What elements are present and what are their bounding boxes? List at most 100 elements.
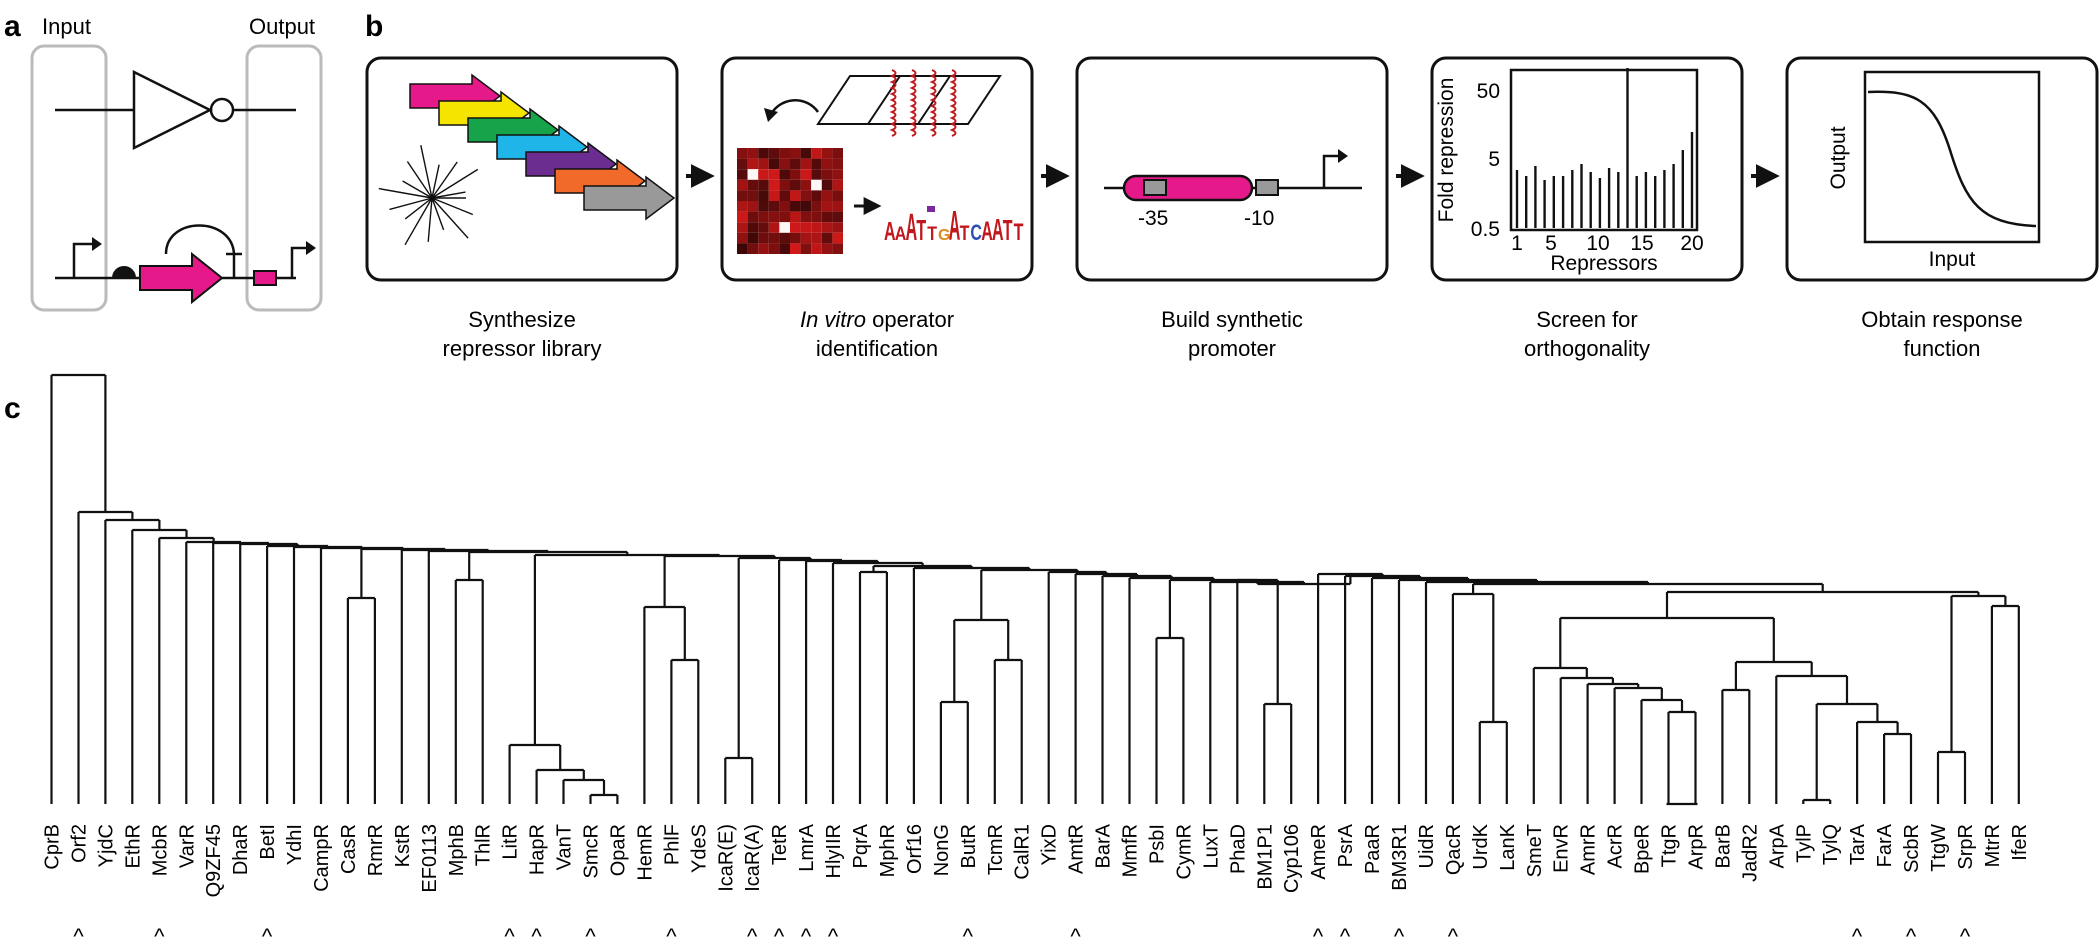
repressor-library-icon <box>378 73 676 246</box>
heatmap-cell <box>832 243 843 254</box>
heatmap-cell <box>758 211 769 223</box>
heatmap-cell <box>800 190 812 201</box>
leaf-label: LuxT <box>1200 824 1222 868</box>
heatmap-cell <box>832 222 843 233</box>
heatmap-cell <box>800 169 812 180</box>
panel-a-letter: a <box>4 10 21 43</box>
logo-letter: T <box>927 223 937 245</box>
leaf-label: CalR1 <box>1012 824 1034 880</box>
heatmap-cell <box>779 201 790 212</box>
heatmap-cell <box>790 158 801 170</box>
logo-letter: A <box>895 223 907 245</box>
leaf-label: Orf16 <box>904 824 926 874</box>
heatmap-cell <box>832 232 843 244</box>
leaf-label: ScbR <box>1901 824 1923 873</box>
leaf-label: PaaR <box>1362 824 1384 874</box>
heatmap-cell <box>737 179 748 191</box>
star-branch <box>420 145 433 199</box>
logo-letter: A <box>884 217 896 246</box>
star-branch <box>389 197 433 211</box>
leaf-label: PqrA <box>850 823 872 868</box>
heatmap-cell <box>779 232 790 244</box>
logo-letter: T <box>960 221 970 245</box>
response-ylabel: Output <box>1827 126 1850 189</box>
minus-35-label: -35 <box>1138 207 1168 230</box>
heatmap-cell <box>768 190 780 201</box>
logo-letter: T <box>916 214 926 246</box>
caret-mark: ^ <box>262 924 273 940</box>
caret-mark: ^ <box>1394 924 1405 940</box>
leaf-label: CymR <box>1173 824 1195 880</box>
star-branch <box>402 180 433 199</box>
star-branch <box>431 191 466 199</box>
heatmap-cell <box>811 243 822 254</box>
caret-mark: ^ <box>774 924 785 940</box>
heatmap-cell <box>779 169 790 180</box>
heatmap-cell <box>768 211 780 223</box>
heatmap-cell <box>811 179 822 191</box>
heatmap-cell <box>747 169 759 180</box>
leaf-label: YjdC <box>95 824 117 867</box>
leaf-label: YixD <box>1039 824 1061 865</box>
step-3-caption-line1: Build synthetic <box>1161 307 1303 332</box>
heatmap-cell <box>832 211 843 223</box>
heatmap-cell <box>758 190 769 201</box>
heatmap-cell <box>768 158 780 170</box>
heatmap-cell <box>737 190 748 201</box>
synthetic-promoter-icon: -35 -10 <box>1104 149 1362 230</box>
leaf-label: SrpR <box>1955 824 1977 870</box>
step-box-4 <box>1430 56 1744 282</box>
caret-mark: ^ <box>504 924 515 940</box>
heatmap-cell <box>758 243 769 254</box>
heatmap-cell <box>832 201 843 212</box>
step-5-caption-line1: Obtain response <box>1861 307 2022 332</box>
heatmap-cell <box>811 148 822 159</box>
heatmap-cell <box>800 243 812 254</box>
leaf-label: BarB <box>1712 824 1734 868</box>
heatmap-cell <box>737 243 748 254</box>
leaf-label: BetI <box>257 824 279 860</box>
heatmap-cell <box>758 148 769 159</box>
screen-xlabel: Repressors <box>1550 252 1657 275</box>
heatmap-cell <box>758 222 769 233</box>
leaf-label: AmrR <box>1578 824 1600 875</box>
leaf-label: PsrA <box>1335 823 1357 867</box>
heatmap-cell <box>758 169 769 180</box>
screen-ylabel: Fold repression <box>1435 78 1458 223</box>
leaf-label: RmrR <box>365 824 387 876</box>
heatmap-cell <box>768 148 780 159</box>
leaf-label: CampR <box>311 824 333 892</box>
dna-helix <box>889 69 897 137</box>
caret-mark: ^ <box>73 924 84 940</box>
heatmap-cell <box>790 190 801 201</box>
caret-mark: ^ <box>1852 924 1863 940</box>
heatmap-cell <box>768 232 780 244</box>
step-4-caption-line1: Screen for <box>1536 307 1638 332</box>
leaf-label: FarA <box>1874 823 1896 867</box>
leaf-label: HlyIIR <box>823 824 845 878</box>
step-1-caption-line2: repressor library <box>443 336 602 361</box>
step-box-5 <box>1785 56 2099 282</box>
caret-marks: ^^^^^^^^^^^^^^^^^^^^ <box>73 924 1971 940</box>
response-curve <box>1867 90 2037 228</box>
caret-mark: ^ <box>747 924 758 940</box>
heatmap-cell <box>811 232 822 244</box>
leaf-label: ArpR <box>1686 824 1708 870</box>
heatmap-cell <box>790 243 801 254</box>
genetic-circuit-icon <box>55 224 316 305</box>
caret-mark: ^ <box>801 924 812 940</box>
leaf-label: TarA <box>1847 823 1869 865</box>
star-branch <box>431 197 469 239</box>
leaf-label: MmfR <box>1120 824 1142 877</box>
leaf-label: McbR <box>149 824 171 876</box>
leaf-label: KstR <box>392 824 414 867</box>
panel-c-letter: c <box>4 392 21 425</box>
leaf-label: HapR <box>527 824 549 875</box>
minus-10-label: -10 <box>1244 207 1274 230</box>
leaf-label: DhaR <box>230 824 252 875</box>
dna-helix-icon <box>889 69 957 137</box>
leaf-label: NonG <box>931 824 953 876</box>
heatmap-cell <box>779 211 790 223</box>
heatmap-cell <box>832 169 843 180</box>
